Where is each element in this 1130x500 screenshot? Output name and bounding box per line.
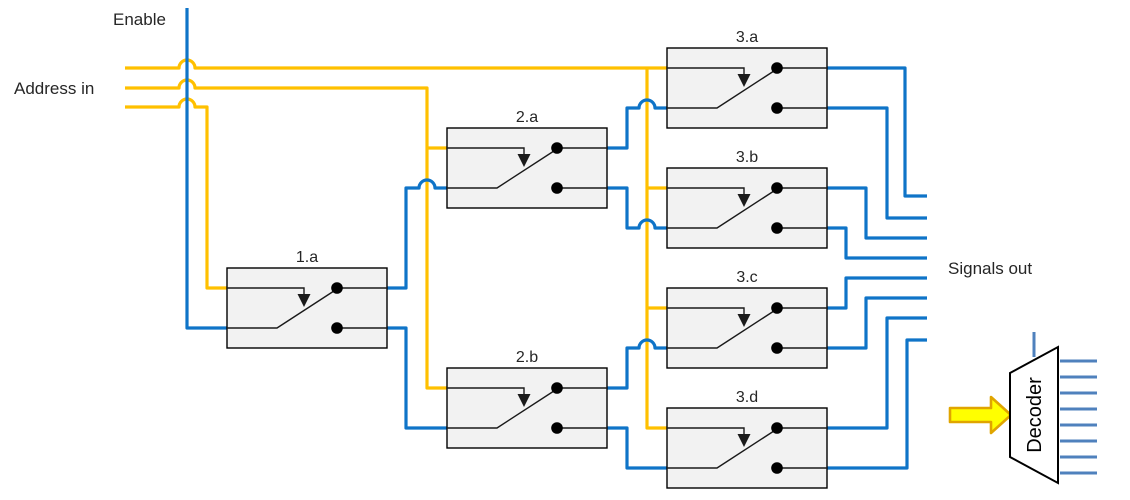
wire-2a-top-to-3a <box>607 98 667 150</box>
address-wire-bit1 <box>125 97 227 290</box>
switch-3d <box>666 407 828 489</box>
switch-2b-label: 2.b <box>516 349 538 366</box>
decoder-arrow-icon <box>948 395 1013 435</box>
wire-1a-bottom-to-2b <box>387 326 447 430</box>
switch-3c <box>666 287 828 369</box>
wire-out-3 <box>827 226 927 260</box>
switch-1a-label: 1.a <box>296 249 318 266</box>
switch-2a-label: 2.a <box>516 109 538 126</box>
wire-out-0 <box>827 66 927 198</box>
decoder-label: Decoder <box>1024 377 1046 453</box>
switch-1a <box>226 267 388 349</box>
switch-2a <box>446 127 608 209</box>
address-wire-bit2 <box>125 78 447 390</box>
wire-out-7 <box>827 338 927 470</box>
signal-wires <box>185 8 927 470</box>
enable-wire <box>185 8 227 330</box>
switch-3b <box>666 167 828 249</box>
switch-2b <box>446 367 608 449</box>
wire-out-1 <box>827 106 927 220</box>
decoder-symbol <box>1009 345 1059 485</box>
enable-label: Enable <box>113 10 166 29</box>
wire-2b-top-to-3c <box>607 338 667 390</box>
wire-out-2 <box>827 186 927 240</box>
address-wire-bit3 <box>125 58 667 70</box>
switch-3b-label: 3.b <box>736 149 758 166</box>
wire-2a-bottom-to-3b <box>607 186 667 230</box>
switch-3d-label: 3.d <box>736 389 758 406</box>
wire-1a-top-to-2a <box>387 178 447 290</box>
switch-3c-label: 3.c <box>736 269 757 286</box>
address-in-label: Address in <box>14 79 94 98</box>
signals-out-label: Signals out <box>948 259 1032 278</box>
address-wire-bit3-column <box>645 68 667 430</box>
decoder-block: Decoder <box>948 332 1097 485</box>
wire-out-4 <box>827 276 927 310</box>
switch-3a <box>666 47 828 129</box>
switch-3a-label: 3.a <box>736 29 758 46</box>
wire-out-6 <box>827 316 927 430</box>
wire-2b-bottom-to-3d <box>607 426 667 470</box>
decoder-output-lines <box>1060 359 1097 475</box>
wire-out-5 <box>827 296 927 350</box>
